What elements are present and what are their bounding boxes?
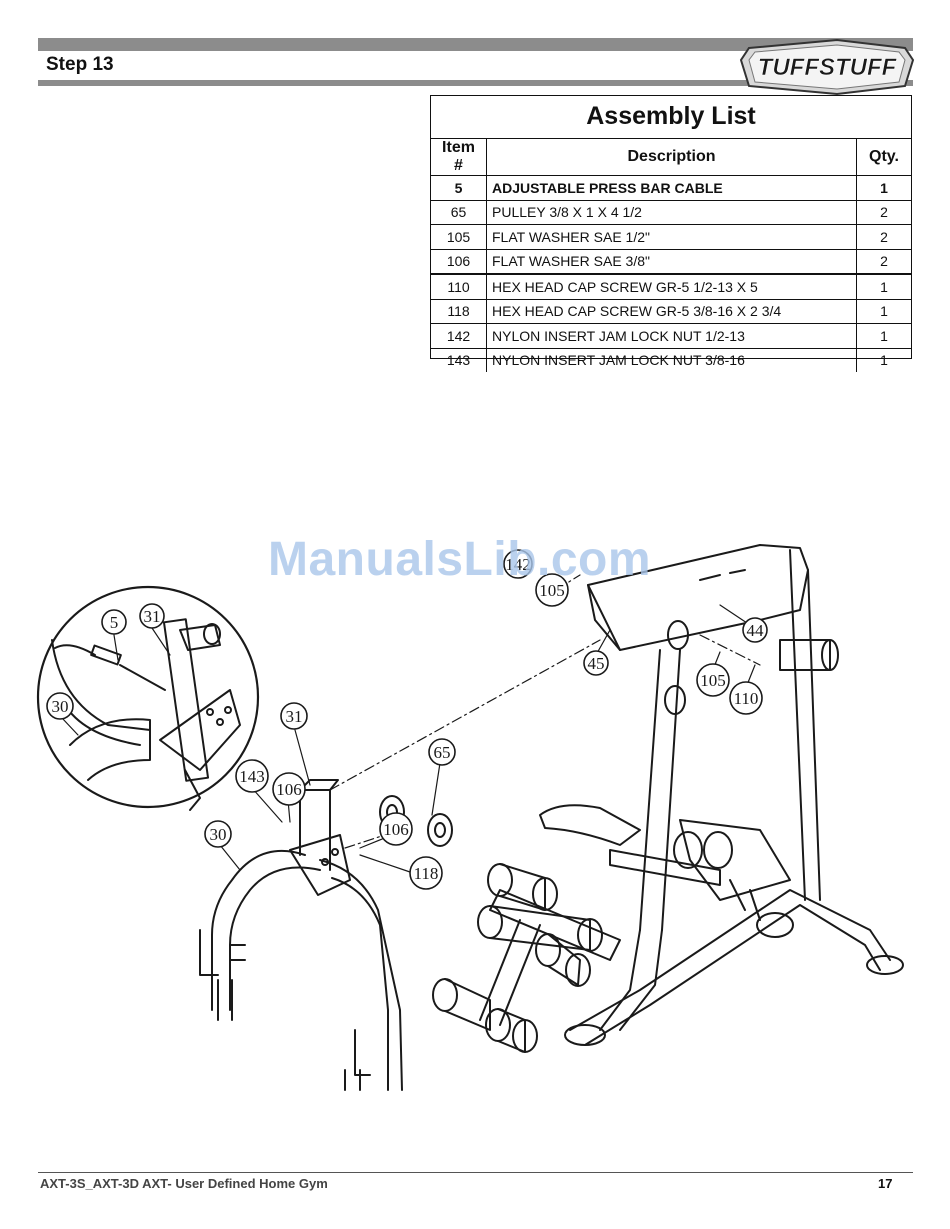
table-row: 143 NYLON INSERT JAM LOCK NUT 3/8-16 1 (431, 347, 911, 372)
callout-45 (583, 650, 609, 676)
cell-item: 5 (431, 175, 487, 200)
footer-rule (38, 1172, 913, 1173)
main-frame (539, 544, 904, 1046)
cell-qty: 1 (856, 175, 911, 200)
cell-description: HEX HEAD CAP SCREW GR-5 1/2-13 X 5 (486, 273, 857, 299)
callout-105b (696, 663, 730, 697)
cell-description: NYLON INSERT JAM LOCK NUT 3/8-16 (486, 347, 857, 372)
cell-description: FLAT WASHER SAE 3/8" (486, 248, 857, 274)
leg-extension (432, 863, 621, 1053)
cell-qty: 2 (856, 224, 911, 249)
step-title: Step 13 (46, 54, 114, 75)
callout-label: 30 (52, 697, 69, 716)
callout-142 (503, 549, 533, 579)
assembly-list-table: Assembly List Item # Description Qty. 5 … (430, 95, 912, 372)
cell-description: HEX HEAD CAP SCREW GR-5 3/8-16 X 2 3/4 (486, 298, 857, 324)
col-header-qty: Qty. (856, 138, 911, 176)
callout-143 (235, 759, 269, 793)
table-row: 5 ADJUSTABLE PRESS BAR CABLE 1 (431, 175, 911, 200)
callout-30a (46, 692, 74, 720)
cell-item: 142 (431, 323, 487, 348)
cell-description: NYLON INSERT JAM LOCK NUT 1/2-13 (486, 323, 857, 348)
cell-qty: 1 (856, 347, 911, 372)
cell-item: 106 (431, 248, 487, 274)
table-title: Assembly List (586, 102, 756, 130)
callout-label: 65 (434, 743, 451, 762)
cell-qty: 1 (856, 273, 911, 299)
table-row: 110 HEX HEAD CAP SCREW GR-5 1/2-13 X 5 1 (431, 273, 911, 299)
cell-qty: 1 (856, 298, 911, 324)
cell-description: FLAT WASHER SAE 1/2" (486, 224, 857, 249)
callout-label: 45 (588, 654, 605, 673)
callout-label: 30 (210, 825, 227, 844)
cell-qty: 2 (856, 248, 911, 274)
col-header-description: Description (486, 138, 857, 176)
cell-item: 65 (431, 199, 487, 225)
cell-qty: 1 (856, 323, 911, 348)
callout-label: 44 (747, 621, 765, 640)
callout-label: 106 (383, 820, 409, 839)
callout-label: 118 (414, 864, 439, 883)
logo-text: TUFFSTUFF (758, 54, 898, 81)
watermark: ManualsLib.com (268, 533, 652, 586)
header-bar-bottom (38, 80, 913, 86)
callout-label: 31 (286, 707, 303, 726)
callout-44 (742, 617, 768, 643)
callout-30b (204, 820, 232, 848)
table-row: 118 HEX HEAD CAP SCREW GR-5 3/8-16 X 2 3… (431, 298, 911, 324)
cell-description: ADJUSTABLE PRESS BAR CABLE (486, 175, 857, 200)
cell-description: PULLEY 3/8 X 1 X 4 1/2 (486, 199, 857, 225)
detail-zoom-view (36, 585, 260, 811)
callout-label: 110 (734, 689, 759, 708)
callout-label: 106 (276, 780, 302, 799)
callout-label: 31 (144, 607, 161, 626)
callout-label: 143 (239, 767, 265, 786)
assembly-diagram: 5 31 30 142 105 45 44 105 110 31 65 143 … (36, 544, 904, 1091)
callout-label: 105 (539, 581, 565, 600)
cell-item: 143 (431, 347, 487, 372)
callout-5 (101, 609, 127, 635)
callout-105a (535, 573, 569, 607)
callout-31b (280, 702, 308, 730)
cell-qty: 2 (856, 199, 911, 225)
callout-label: 105 (700, 671, 726, 690)
cell-item: 110 (431, 273, 487, 299)
callout-118 (409, 856, 443, 890)
callout-106a (272, 772, 306, 806)
page-number: 17 (878, 1176, 893, 1191)
table-row: 106 FLAT WASHER SAE 3/8" 2 (431, 248, 911, 274)
table-row: 105 FLAT WASHER SAE 1/2" 2 (431, 224, 911, 249)
table-header-row: Item # Description Qty. (431, 138, 911, 176)
press-arm-assembly (199, 779, 403, 1091)
callout-106b (379, 812, 413, 846)
table-row: 65 PULLEY 3/8 X 1 X 4 1/2 2 (431, 199, 911, 225)
cell-item: 105 (431, 224, 487, 249)
table-row: 142 NYLON INSERT JAM LOCK NUT 1/2-13 1 (431, 323, 911, 348)
header-bar-top (38, 38, 913, 51)
callout-label: 142 (505, 555, 531, 574)
callout-110 (729, 681, 763, 715)
col-header-item: Item # (431, 138, 487, 176)
tuffstuff-logo: TUFFSTUFF (739, 38, 915, 96)
footer-model-text: AXT-3S_AXT-3D AXT- User Defined Home Gym (40, 1176, 328, 1191)
callout-31a (139, 603, 165, 629)
cell-item: 118 (431, 298, 487, 324)
callout-label: 5 (110, 613, 119, 632)
callout-65 (428, 738, 456, 766)
